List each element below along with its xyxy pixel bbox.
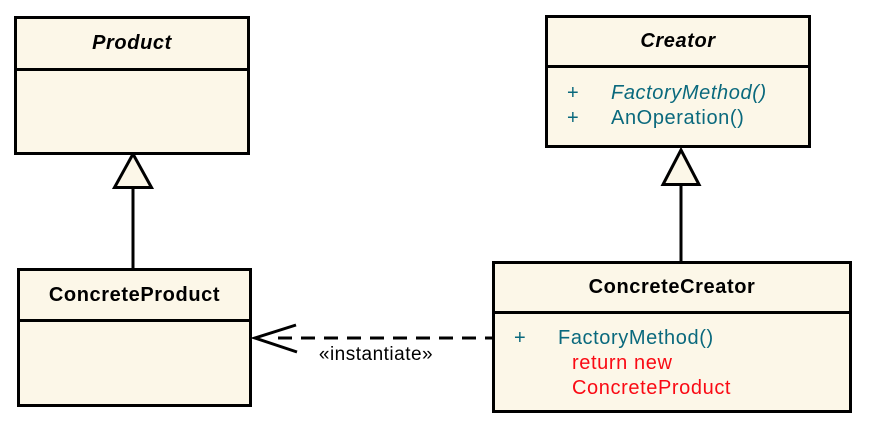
class-concrete-product-name: ConcreteProduct bbox=[20, 271, 249, 322]
visibility-symbol: + bbox=[567, 82, 580, 104]
method-anoperation: + AnOperation() bbox=[548, 106, 808, 131]
method-factorymethod: + FactoryMethod() bbox=[495, 326, 849, 351]
class-creator: Creator + FactoryMethod() + AnOperation(… bbox=[545, 15, 811, 148]
generalization-triangle-icon-creator bbox=[660, 146, 702, 186]
method-signature: AnOperation() bbox=[611, 107, 745, 129]
note-return-new: return new bbox=[572, 352, 673, 374]
instantiate-stereotype-label: «instantiate» bbox=[318, 344, 434, 365]
open-arrowhead-icon bbox=[250, 323, 298, 354]
class-creator-body: + FactoryMethod() + AnOperation() bbox=[548, 68, 808, 131]
class-product: Product bbox=[14, 16, 250, 155]
visibility-symbol: + bbox=[567, 107, 580, 129]
method-signature: FactoryMethod() bbox=[611, 82, 767, 104]
method-signature: FactoryMethod() bbox=[558, 327, 714, 349]
class-product-name: Product bbox=[17, 19, 247, 71]
note-concrete-product: ConcreteProduct bbox=[572, 377, 732, 399]
class-concrete-product: ConcreteProduct bbox=[17, 268, 252, 407]
visibility-symbol: + bbox=[514, 327, 527, 349]
class-concrete-creator-body: + FactoryMethod() return new ConcretePro… bbox=[495, 314, 849, 401]
class-concrete-creator: ConcreteCreator + FactoryMethod() return… bbox=[492, 261, 852, 413]
generalization-triangle-icon-product bbox=[111, 150, 155, 189]
class-concrete-creator-name: ConcreteCreator bbox=[495, 264, 849, 314]
method-factorymethod-abstract: + FactoryMethod() bbox=[548, 81, 808, 106]
class-creator-name: Creator bbox=[548, 18, 808, 68]
